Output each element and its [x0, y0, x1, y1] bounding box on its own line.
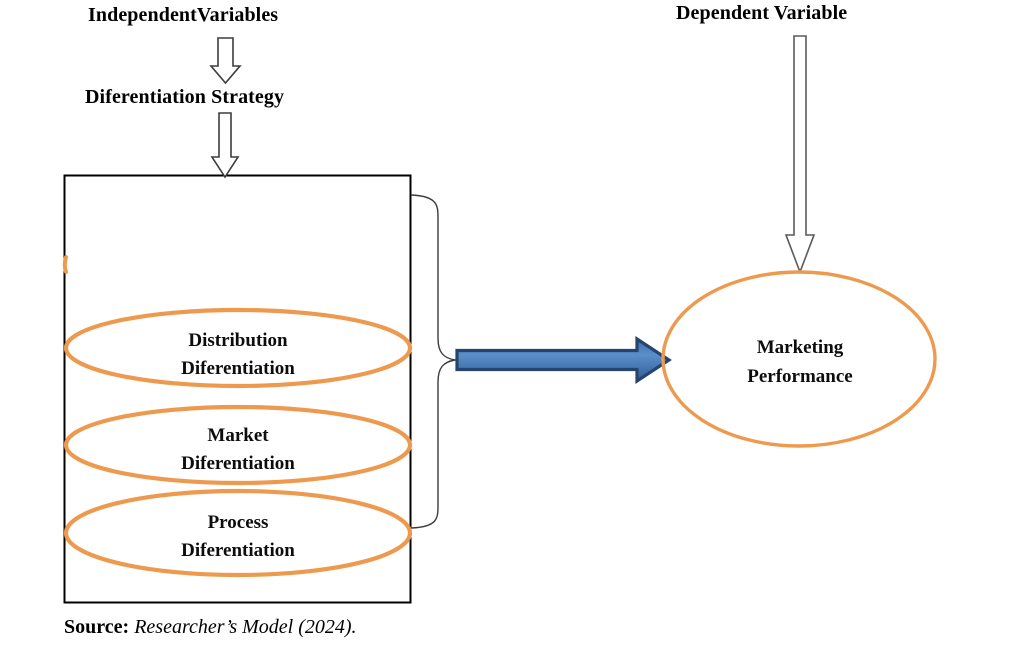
ellipse-edge-remnant — [62, 255, 68, 274]
independent-variables-heading: IndependentVariables — [88, 4, 279, 26]
relationship-arrow — [455, 336, 672, 384]
node-label-marketing-performance: Marketing Performance — [665, 334, 935, 391]
node-label-distribution-diferentiation: Distribution Diferentiation — [96, 327, 380, 382]
node-label-market-diferentiation: Market Diferentiation — [96, 422, 380, 477]
ellipse-distribution-diferentiation[interactable] — [63, 307, 413, 389]
node-label-line1: Marketing — [756, 337, 844, 358]
node-label-line2: Diferentiation — [181, 452, 295, 474]
hollow-arrow-down-dependent — [784, 35, 816, 275]
node-label-line1: Market — [207, 425, 269, 446]
node-label-line1: Process — [207, 512, 269, 533]
dependent-variable-heading: Dependent Variable — [676, 2, 848, 24]
hollow-arrow-down-2 — [210, 112, 240, 179]
ellipse-marketing-performance[interactable] — [661, 270, 937, 448]
node-label-line1: Distribution — [188, 330, 288, 351]
node-label-line2: Performance — [747, 365, 853, 387]
ellipse-market-diferentiation[interactable] — [63, 404, 413, 486]
grouping-brace — [410, 194, 456, 529]
node-label-line2: Diferentiation — [181, 357, 295, 379]
source-caption: Source: Researcher’s Model (2024). — [64, 616, 357, 639]
hollow-arrow-down-1 — [209, 37, 242, 85]
source-label: Source: — [64, 616, 130, 638]
independent-variables-container — [63, 174, 412, 604]
ellipse-process-diferentiation[interactable] — [63, 488, 413, 578]
node-label-process-diferentiation: Process Diferentiation — [96, 509, 380, 564]
source-value: Researcher’s Model (2024). — [134, 616, 357, 638]
node-label-line2: Diferentiation — [181, 539, 295, 561]
diferentiation-strategy-heading: Diferentiation Strategy — [85, 86, 285, 108]
